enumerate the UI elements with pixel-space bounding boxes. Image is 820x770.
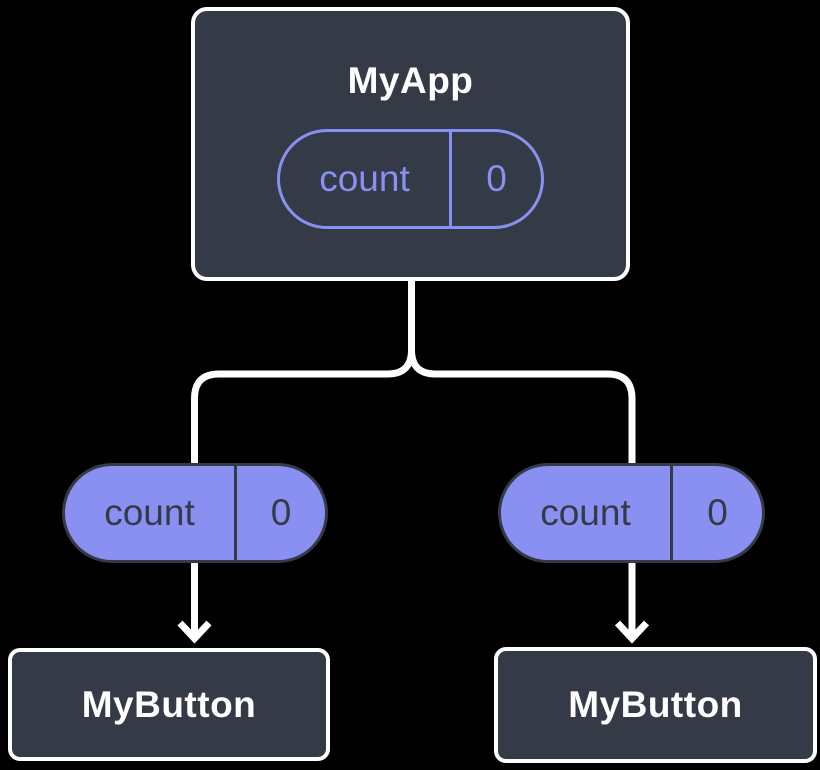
left-child-component-node: MyButton bbox=[8, 648, 330, 761]
state-pill-divider bbox=[234, 466, 237, 560]
left-child-component-title: MyButton bbox=[81, 683, 257, 725]
state-name: count bbox=[319, 158, 410, 199]
root-component-node: MyApp count 0 bbox=[191, 7, 630, 281]
tree-connector-right bbox=[408, 281, 636, 635]
right-child-component-title: MyButton bbox=[568, 684, 743, 725]
arrowhead-right-icon bbox=[614, 620, 650, 644]
root-component-title: MyApp bbox=[347, 60, 474, 101]
arrowhead-left-icon bbox=[177, 620, 212, 644]
state-value: 0 bbox=[270, 492, 292, 533]
state-value: 0 bbox=[707, 492, 728, 533]
state-pill-divider bbox=[670, 466, 673, 560]
state-name: count bbox=[104, 492, 195, 533]
root-state-pill: count 0 bbox=[277, 129, 544, 229]
state-value: 0 bbox=[486, 158, 507, 199]
tree-connector-left bbox=[191, 281, 415, 635]
left-prop-pill: count 0 bbox=[62, 463, 328, 563]
right-prop-pill: count 0 bbox=[498, 463, 765, 563]
state-name: count bbox=[540, 492, 631, 533]
state-pill-divider bbox=[449, 132, 452, 226]
right-child-component-node: MyButton bbox=[494, 647, 817, 763]
